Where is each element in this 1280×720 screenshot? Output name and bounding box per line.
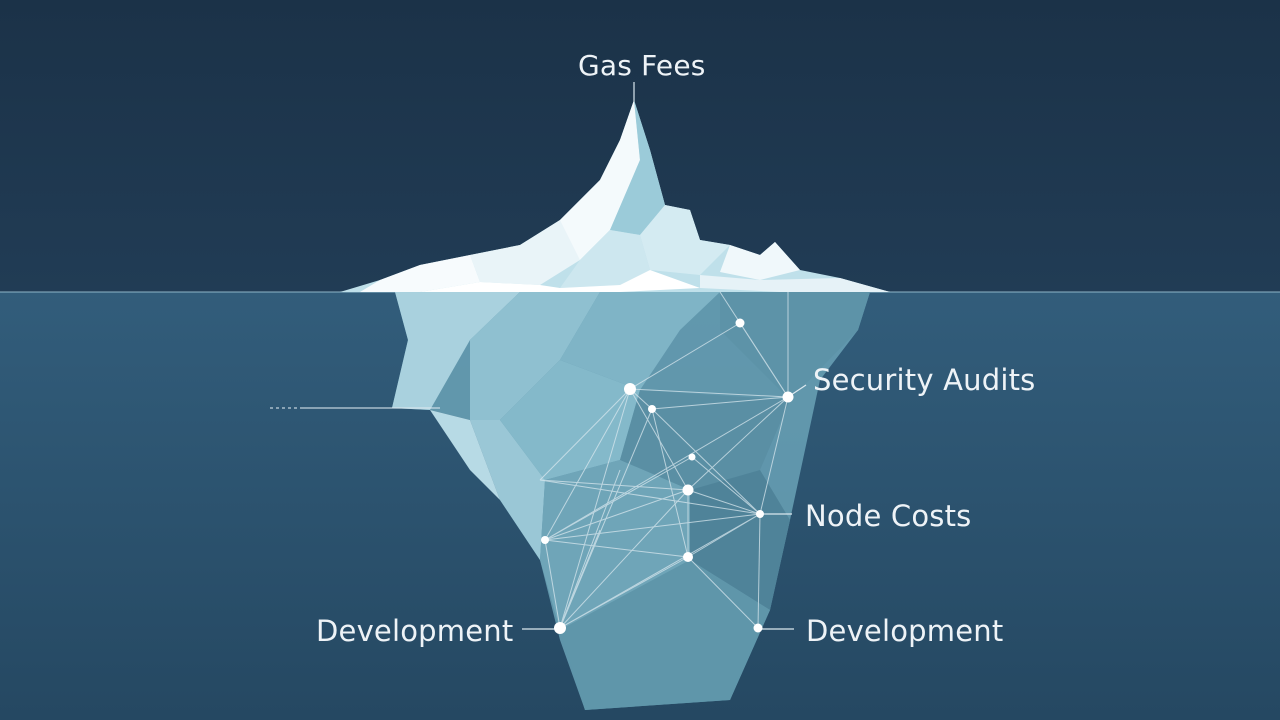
iceberg-tip <box>340 100 890 292</box>
node-dot <box>688 453 696 461</box>
node-dot <box>624 383 636 395</box>
node-dot <box>756 510 764 518</box>
iceberg-underwater <box>392 292 870 710</box>
development-left-label: Development <box>316 614 514 648</box>
node-dot <box>782 391 794 403</box>
network-nodes <box>541 318 794 634</box>
node-costs-label: Node Costs <box>805 499 972 533</box>
node-dot <box>554 622 566 634</box>
security-audits-label: Security Audits <box>813 363 1036 397</box>
development-right-label: Development <box>806 614 1004 648</box>
node-dot <box>753 623 763 633</box>
gas-fees-label: Gas Fees <box>578 49 706 82</box>
network-edges <box>539 291 789 629</box>
node-dot <box>648 405 656 413</box>
node-dot <box>735 318 745 328</box>
node-dot <box>541 536 549 544</box>
node-dot <box>683 552 693 562</box>
node-dot <box>682 484 694 496</box>
